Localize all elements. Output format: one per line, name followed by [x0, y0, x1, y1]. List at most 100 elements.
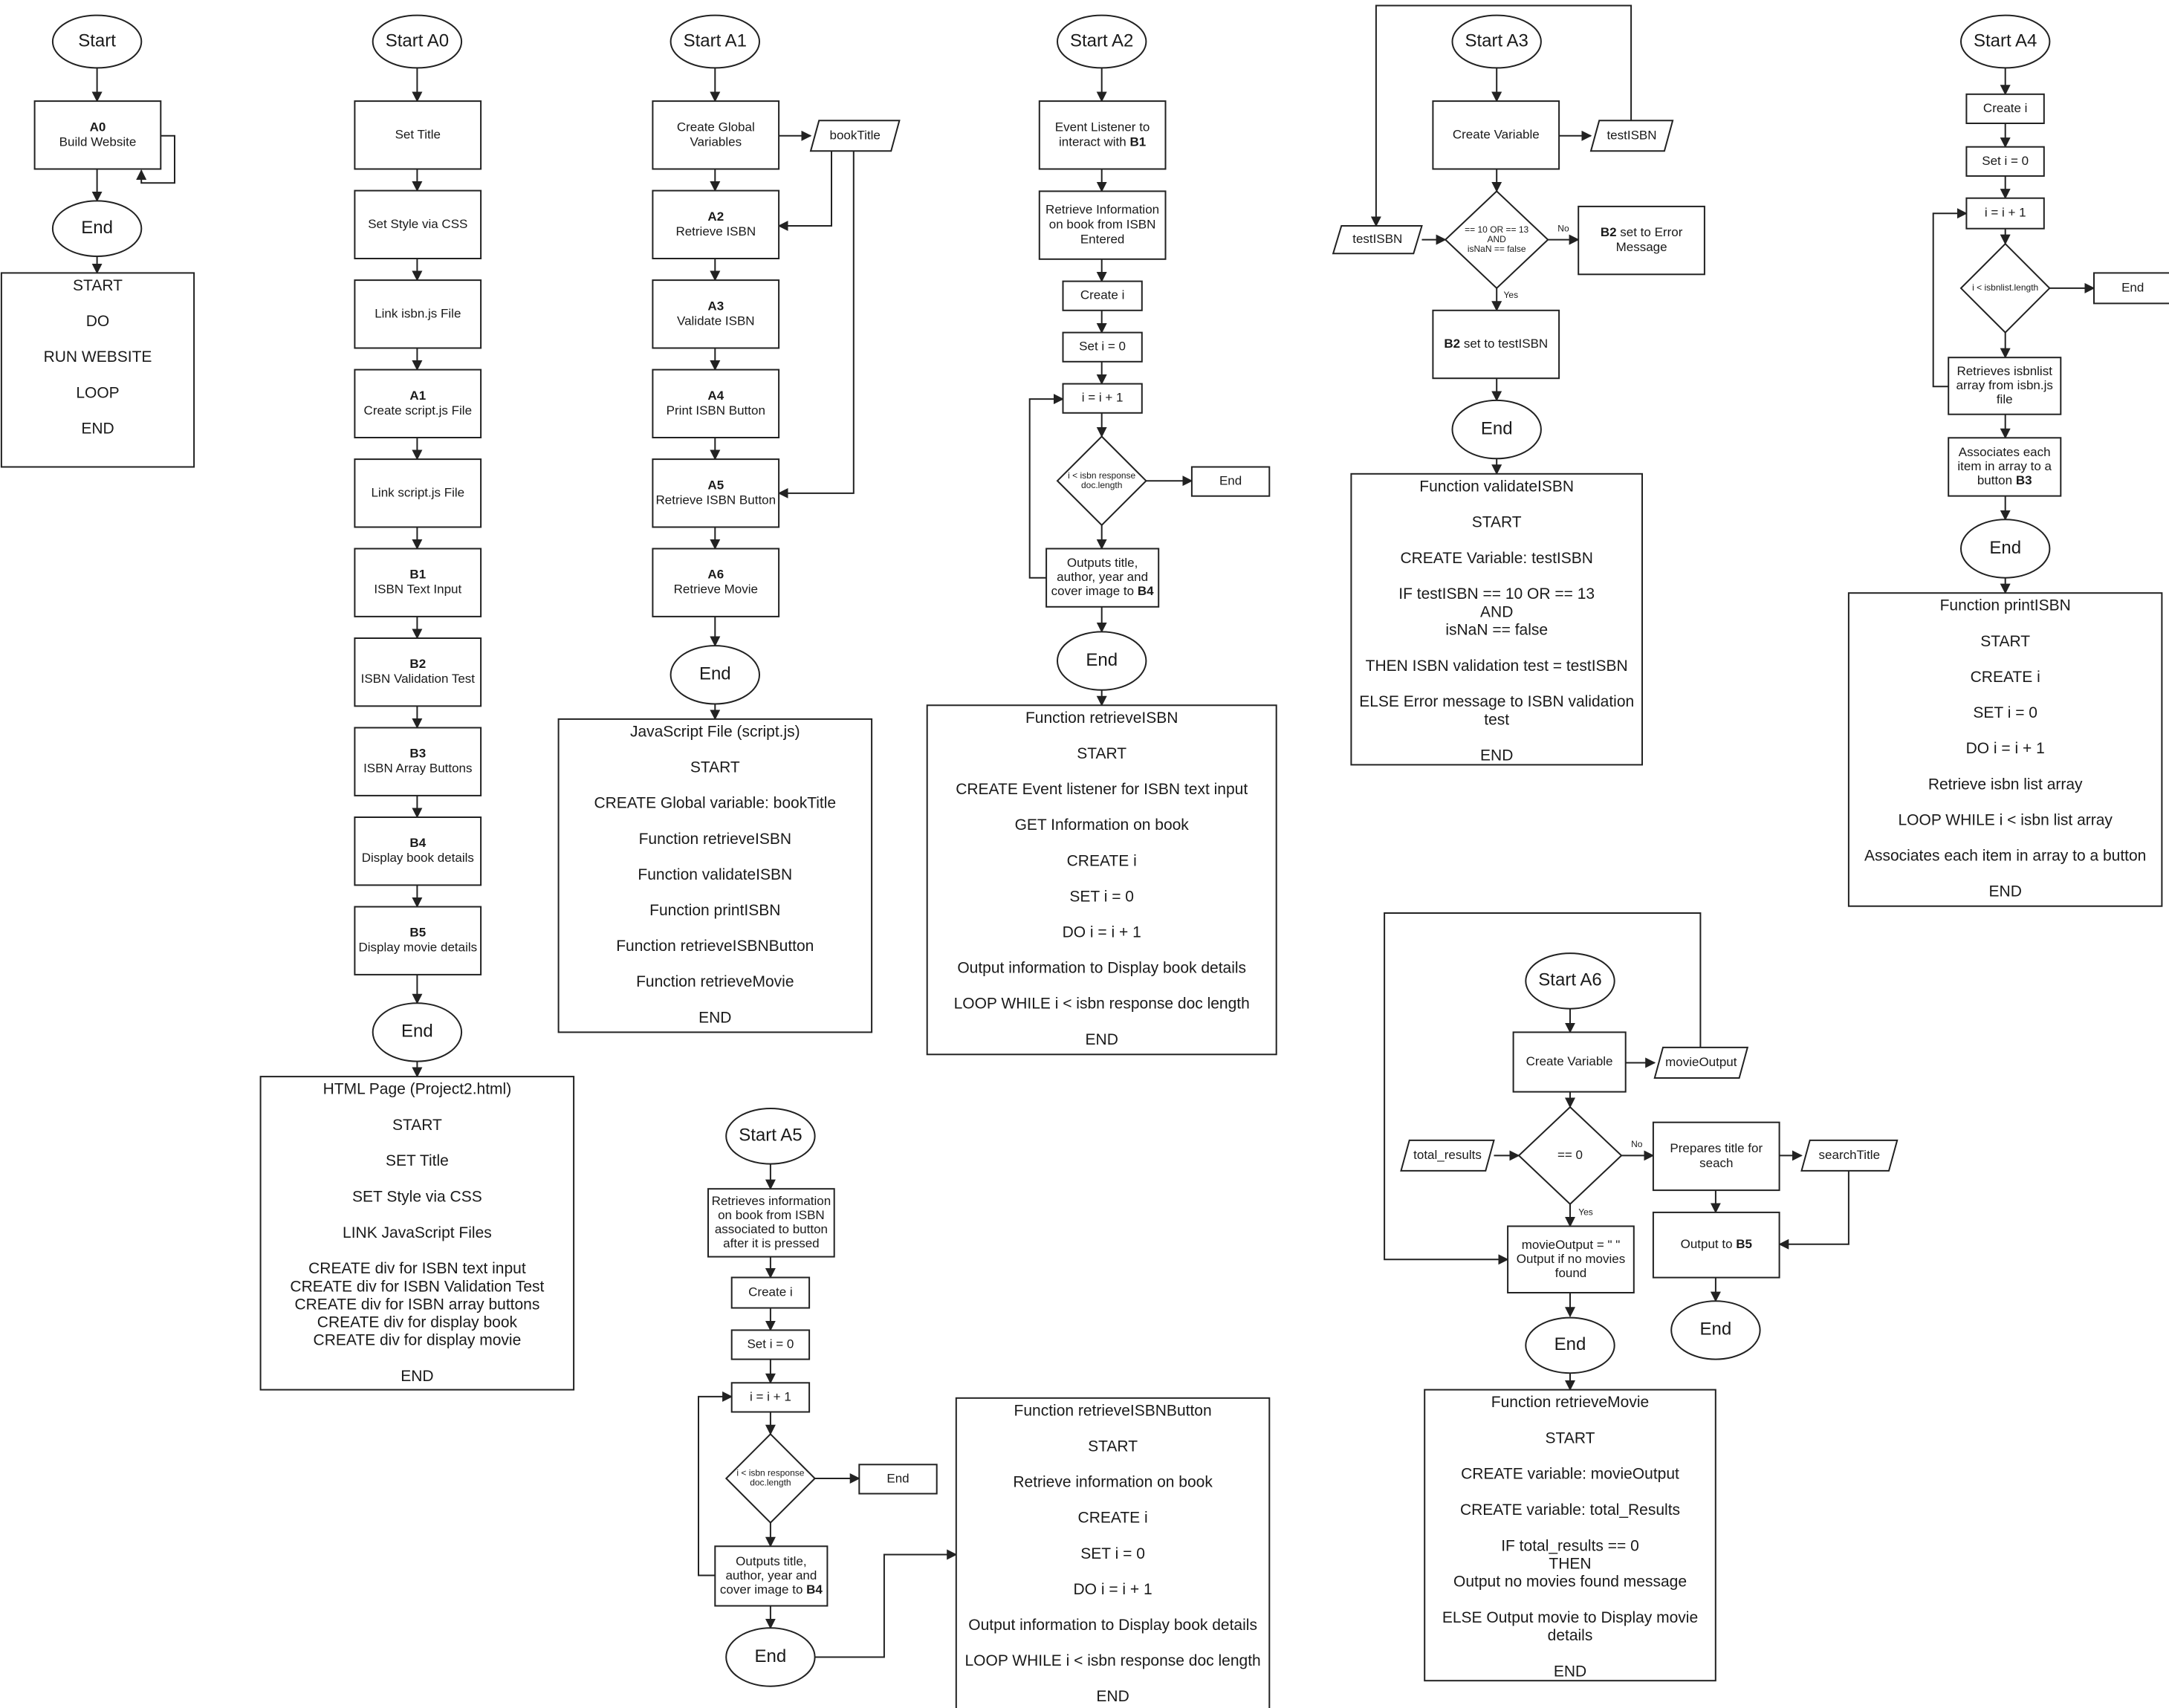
a5-end [725, 1627, 816, 1687]
a0-step-6 [354, 548, 482, 617]
a4-start [1960, 14, 2051, 69]
connector-arrow [777, 151, 832, 231]
main-end [51, 200, 143, 258]
a3-ok [1432, 309, 1560, 380]
a3-create [1432, 100, 1560, 170]
a0-step-7 [354, 637, 482, 707]
a6-var-search-label: searchTitle [1819, 1148, 1881, 1162]
pseudocode-line: GET Information on book [1015, 816, 1190, 834]
a0-start [372, 14, 463, 69]
a4-associate [1948, 437, 2062, 497]
a0-step-5-label: Link script.js File [371, 485, 464, 499]
pseudocode-line: LOOP WHILE i < isbn list array [1898, 811, 2113, 828]
a1-step-1 [652, 100, 780, 170]
a4-condition-label: i < isbnlist.length [1972, 282, 2038, 293]
a0-step-2 [354, 189, 482, 260]
a0-step-1 [354, 100, 482, 170]
a5-start-label: Start A5 [739, 1126, 802, 1146]
connector-arrow [1778, 1170, 1849, 1250]
pseudocode-line: CREATE div for display book [317, 1314, 518, 1331]
a5-inc-i [730, 1382, 811, 1413]
pseudocode-line: test [1484, 711, 1509, 728]
branch-label: Yes [1578, 1207, 1593, 1218]
pseudocode-line: END [1989, 883, 2022, 900]
a6-prepare [1652, 1121, 1780, 1192]
a0-step-5 [354, 458, 482, 528]
a1-end [669, 645, 760, 705]
a3-var-in [1332, 225, 1423, 255]
a6-create-label: Create Variable [1526, 1054, 1613, 1068]
pseudocode-line: CREATE div for ISBN array buttons [294, 1296, 539, 1313]
a0-step-1-label: Set Title [395, 127, 441, 141]
a4-retrieve [1948, 357, 2062, 415]
a6-condition-label: == 0 [1557, 1148, 1583, 1162]
main-start [51, 14, 143, 69]
pseudocode-line: START [690, 759, 740, 776]
a6-end-left-label: End [1554, 1334, 1586, 1354]
pseudocode-line: LOOP [76, 384, 119, 401]
a5-inc-i-label: i = i + 1 [750, 1389, 791, 1403]
pseudocode-line: ELSE Output movie to Display movie [1442, 1609, 1698, 1626]
a4-condition [1959, 242, 2051, 334]
pseudocode-line: CREATE div for ISBN Validation Test [290, 1278, 544, 1295]
pseudocode-line: Function retrieveISBNButton [616, 938, 814, 955]
a2-create-i [1062, 280, 1143, 311]
pseudocode-line: START [1980, 633, 2030, 650]
pseudocode-line: Function retrieveISBN [1025, 709, 1178, 727]
a4-create-i [1965, 93, 2045, 125]
a0-step-10 [354, 906, 482, 975]
pseudocode-line: CREATE i [1078, 1510, 1148, 1527]
pseudocode-line: Output information to Display book detai… [968, 1617, 1257, 1634]
a1-pseudocode [557, 718, 873, 1033]
a5-loop-end-label: End [886, 1471, 909, 1485]
pseudocode-line: Function validateISBN [638, 866, 792, 883]
pseudocode-line: DO [86, 313, 110, 330]
a1-end-label: End [699, 664, 731, 684]
a5-start [725, 1108, 816, 1165]
a2-start-label: Start A2 [1070, 30, 1133, 51]
a0-step-9 [354, 816, 482, 886]
pseudocode-line: Output no movies found message [1453, 1574, 1687, 1591]
pseudocode-line: START [1472, 514, 1522, 531]
a2-start [1057, 14, 1147, 69]
pseudocode-line: Function validateISBN [1419, 478, 1574, 495]
connector-arrow [777, 151, 855, 499]
pseudocode-line: SET i = 0 [1973, 704, 2037, 721]
a2-create-i-label: Create i [1080, 288, 1125, 302]
pseudocode-line: LOOP WHILE i < isbn response doc length [964, 1652, 1260, 1669]
a6-var-search [1800, 1139, 1899, 1172]
pseudocode-line: CREATE i [1067, 852, 1137, 869]
pseudocode-line: Function retrieveISBNButton [1014, 1402, 1212, 1419]
a3-var-out-label: testISBN [1607, 128, 1656, 142]
pseudocode-line: LOOP WHILE i < isbn response doc length [954, 996, 1250, 1013]
pseudocode-line: CREATE variable: movieOutput [1461, 1466, 1679, 1483]
pseudocode-line: Function printISBN [649, 902, 780, 919]
pseudocode-line: CREATE Event listener for ISBN text inpu… [956, 781, 1248, 798]
a2-output [1045, 548, 1160, 608]
pseudocode-line: SET Style via CSS [352, 1189, 482, 1206]
a4-create-i-label: Create i [1983, 101, 2028, 115]
pseudocode-line: SET Title [386, 1152, 449, 1169]
main-pseudocode [0, 272, 195, 468]
pseudocode-line: LINK JavaScript Files [343, 1224, 492, 1241]
a6-start [1525, 952, 1615, 1010]
pseudocode-line: END [1480, 747, 1513, 764]
branch-label: Yes [1504, 290, 1519, 300]
a5-output [714, 1545, 829, 1607]
a6-create [1512, 1031, 1627, 1093]
a1-step-2 [652, 189, 780, 260]
a5-loop-end [858, 1464, 938, 1495]
